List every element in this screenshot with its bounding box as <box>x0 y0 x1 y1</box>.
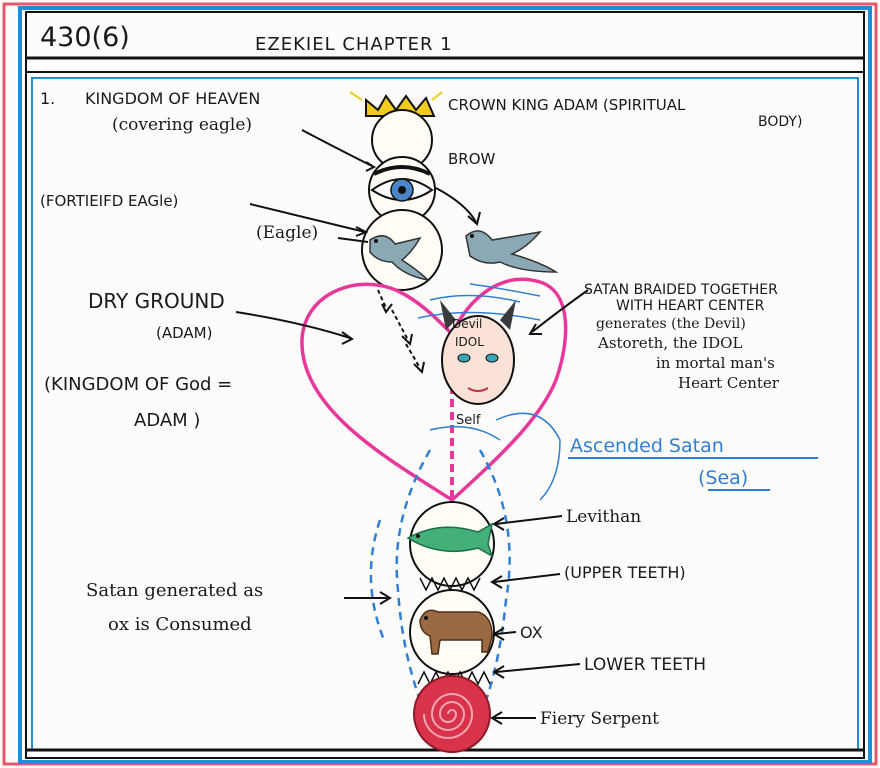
satan-generated-line1: Satan generated as <box>86 580 263 601</box>
kingdom-of-god-line2: ADAM ) <box>134 410 200 431</box>
ascended-satan-label: Ascended Satan <box>570 435 724 457</box>
fiery-serpent-icon <box>414 676 490 752</box>
svg-text:Astoreth, the IDOL: Astoreth, the IDOL <box>597 334 742 352</box>
levithan-label: Levithan <box>566 507 641 527</box>
fortified-eagle-label: (FORTIEIFD EAGle) <box>40 192 178 210</box>
sea-label: (Sea) <box>698 467 748 489</box>
devil-face-icon <box>440 300 516 404</box>
crown-label-line1: CROWN KING ADAM (SPIRITUAL <box>448 96 686 114</box>
page-number: 430(6) <box>40 22 130 53</box>
upper-teeth-label: (UPPER TEETH) <box>564 563 686 582</box>
svg-text:Heart Center: Heart Center <box>678 374 780 392</box>
crown-label-line2: BODY) <box>758 114 802 130</box>
brow-label: BROW <box>448 150 496 168</box>
ox-label: OX <box>520 623 543 642</box>
kingdom-of-heaven-label: KINGDOM OF HEAVEN <box>85 89 260 108</box>
lower-teeth-label: LOWER TEETH <box>584 655 706 675</box>
dry-ground-label: DRY GROUND <box>88 289 225 313</box>
adam-label: (ADAM) <box>156 324 212 342</box>
svg-text:WITH HEART CENTER: WITH HEART CENTER <box>616 298 765 314</box>
svg-text:in mortal man's: in mortal man's <box>656 354 775 372</box>
fiery-serpent-label: Fiery Serpent <box>540 709 659 729</box>
svg-text:generates (the Devil): generates (the Devil) <box>596 316 746 332</box>
eagle-label: (Eagle) <box>256 223 318 243</box>
satan-generated-line2: ox is Consumed <box>108 614 252 635</box>
page-title: EZEKIEL CHAPTER 1 <box>255 34 453 55</box>
svg-text:SATAN BRAIDED TOGETHER: SATAN BRAIDED TOGETHER <box>584 282 778 298</box>
kingdom-of-god-line1: (KINGDOM OF God = <box>44 374 232 395</box>
self-label: Self <box>456 413 481 428</box>
idol-label: IDOL <box>455 335 484 349</box>
devil-label: Devil <box>452 317 482 331</box>
item-number: 1. <box>40 89 55 108</box>
covering-eagle-label: (covering eagle) <box>112 115 252 135</box>
